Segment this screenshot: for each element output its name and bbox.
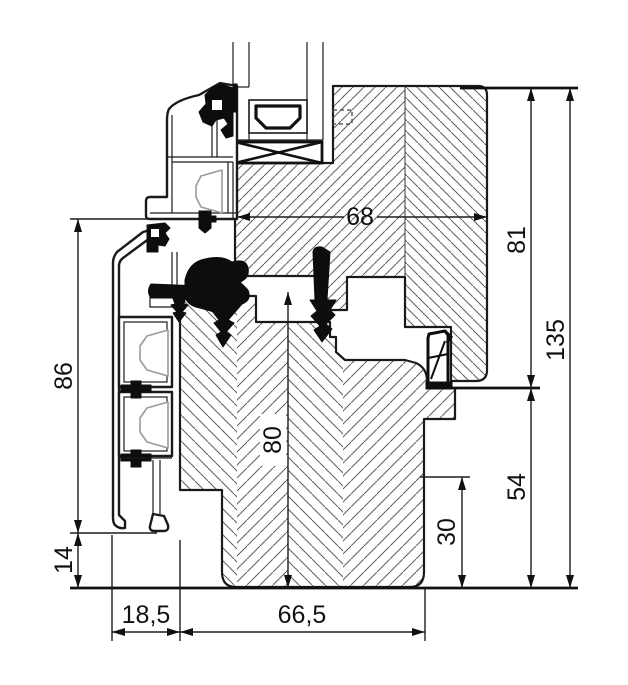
sash-step-seal (312, 246, 331, 301)
dim-rebate-height: 30 (433, 477, 466, 588)
dim-frame-depth: 66,5 (180, 601, 425, 636)
dim-sash-width: 68 (237, 203, 487, 231)
dim-alu-clad-depth: 18,5 (112, 601, 180, 636)
centre-seal-leg-b (211, 297, 237, 348)
alu-clip-1 (139, 329, 169, 377)
dim-frame-core-height: 80 (259, 292, 292, 588)
drip-leg (119, 457, 172, 514)
dimension-layer: 68 86 14 80 81 (50, 86, 578, 641)
dim-sash-height: 81 (503, 88, 535, 388)
alu-frame-outer-skin (111, 228, 152, 530)
spacer-bar-core (254, 104, 302, 130)
dim-label-66-5: 66,5 (278, 601, 327, 629)
glass-pane-outer (232, 42, 250, 87)
dim-label-86: 86 (50, 362, 78, 390)
hidden-screw-hole (332, 109, 353, 125)
aluminium-frame-profile (111, 228, 183, 533)
glass-pane-inner (306, 42, 324, 140)
dim-label-135: 135 (542, 319, 570, 361)
dim-label-80: 80 (259, 426, 287, 454)
sash-bottom-gasket (198, 210, 217, 234)
dim-alu-base-height: 14 (50, 533, 82, 588)
dim-label-14: 14 (50, 546, 78, 574)
dim-label-18-5: 18,5 (122, 601, 171, 629)
dim-total-height: 135 (542, 88, 574, 588)
sash-step-seal-foot (309, 299, 337, 343)
dim-label-54: 54 (503, 473, 531, 501)
outer-rebate-gasket (425, 329, 453, 390)
dim-alu-clad-height: 86 (50, 219, 82, 533)
frame-timber-outline (178, 294, 457, 589)
dim-frame-right-height: 54 (503, 388, 535, 588)
glazing-clip (195, 169, 223, 214)
setting-block (233, 140, 324, 165)
glazing-gasket-hole (212, 100, 222, 110)
dim-label-30: 30 (433, 518, 461, 546)
frame-clip-gasket (146, 222, 171, 253)
centre-seal-leg-a (170, 295, 189, 323)
gaskets (146, 83, 453, 390)
dim-label-81: 81 (503, 226, 531, 254)
frame-timber (178, 294, 457, 589)
frame-clip-gasket-hole (151, 229, 159, 237)
frame-timber-hatch (180, 296, 455, 587)
glazing-unit (232, 42, 324, 165)
dim-label-80-halo (260, 414, 286, 466)
drip-leg-foot (148, 512, 170, 533)
dim-label-68: 68 (346, 203, 374, 231)
glazing-gasket-top (198, 83, 238, 139)
alu-connector-1 (120, 380, 152, 399)
alu-clip-2 (139, 401, 169, 449)
